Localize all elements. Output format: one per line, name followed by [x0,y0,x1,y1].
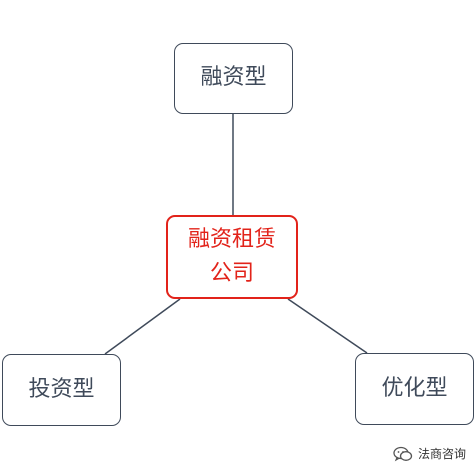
node-investment-type-label: 投资型 [28,376,95,402]
node-leasing-company: 融资租赁 公司 [166,215,298,299]
node-optimization-type: 优化型 [355,353,474,425]
node-financing-type: 融资型 [174,43,293,114]
wechat-icon [393,446,413,461]
edge-center-to-right [287,298,368,354]
node-optimization-type-label: 优化型 [381,375,448,401]
node-investment-type: 投资型 [2,354,121,426]
watermark-text: 法商咨询 [417,447,466,461]
node-financing-type-label: 融资型 [200,65,267,91]
watermark: 法商咨询 [393,445,466,462]
edge-center-to-left [104,298,181,355]
node-leasing-company-line1: 融资租赁 [187,226,276,252]
node-leasing-company-line2: 公司 [209,261,254,286]
